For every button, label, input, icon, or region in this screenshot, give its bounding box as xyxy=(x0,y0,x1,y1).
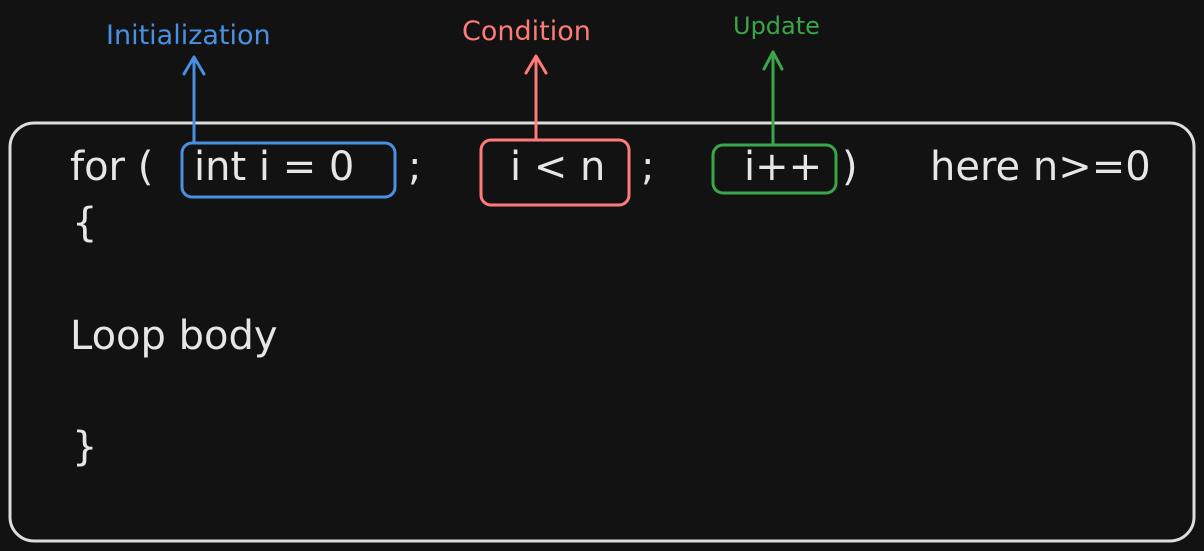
initialization-arrow-head xyxy=(182,55,206,76)
open-brace: { xyxy=(72,200,98,246)
loop-body: Loop body xyxy=(70,313,278,359)
code-frame xyxy=(8,121,1196,543)
condition-label: Condition xyxy=(462,16,591,47)
init-statement: int i = 0 xyxy=(194,144,355,190)
close-brace: } xyxy=(72,424,98,470)
condition-statement: i < n xyxy=(510,144,606,190)
update-label: Update xyxy=(733,12,820,40)
update-arrow-head xyxy=(762,50,784,71)
update-statement: i++ xyxy=(744,144,823,190)
condition-arrow-head xyxy=(524,54,548,75)
note-text: here n>=0 xyxy=(930,144,1151,190)
condition-box xyxy=(479,138,631,207)
close-paren: ) xyxy=(842,144,858,190)
initialization-box xyxy=(180,141,397,199)
separator-1: ; xyxy=(408,144,422,190)
initialization-label: Initialization xyxy=(106,20,271,51)
for-keyword: for ( xyxy=(70,144,154,190)
separator-2: ; xyxy=(641,144,655,190)
